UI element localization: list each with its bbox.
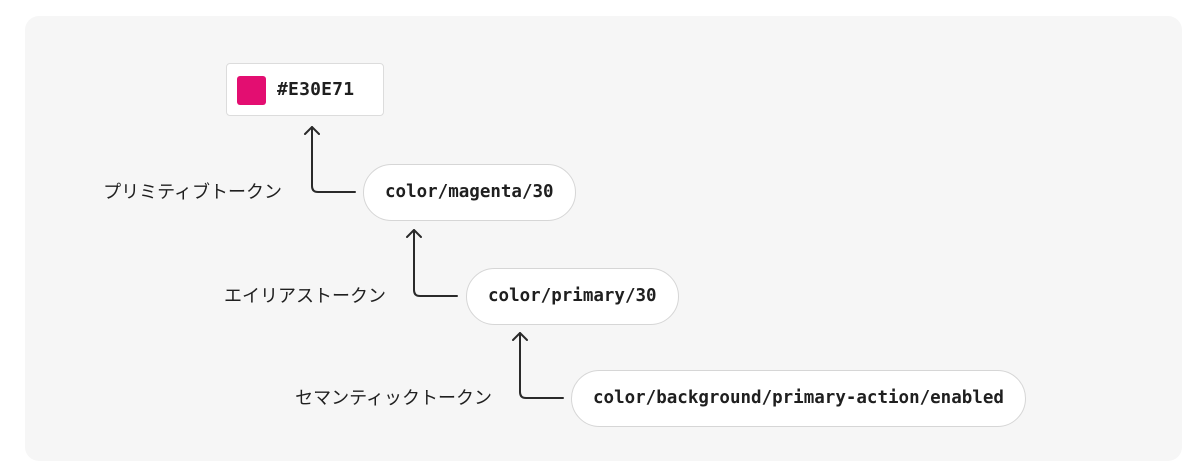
- arrowhead-semantic-icon: [512, 332, 528, 341]
- arrow-alias-to-primitive: [413, 229, 458, 297]
- color-swatch: [237, 76, 266, 105]
- primitive-token-pill: color/magenta/30: [363, 164, 576, 221]
- alias-token-label: エイリアストークン: [224, 286, 386, 307]
- color-value-box: #E30E71: [226, 63, 384, 116]
- arrowhead-primitive-icon: [304, 126, 320, 135]
- color-hex-value: #E30E71: [277, 79, 355, 100]
- arrow-primitive-to-value: [311, 126, 356, 193]
- semantic-token-pill: color/background/primary-action/enabled: [571, 370, 1026, 427]
- arrowhead-alias-icon: [406, 229, 422, 238]
- alias-token-pill: color/primary/30: [466, 268, 679, 325]
- semantic-token-label: セマンティックトークン: [295, 388, 492, 409]
- arrow-semantic-to-alias: [519, 332, 564, 399]
- primitive-token-label: プリミティブトークン: [103, 182, 282, 203]
